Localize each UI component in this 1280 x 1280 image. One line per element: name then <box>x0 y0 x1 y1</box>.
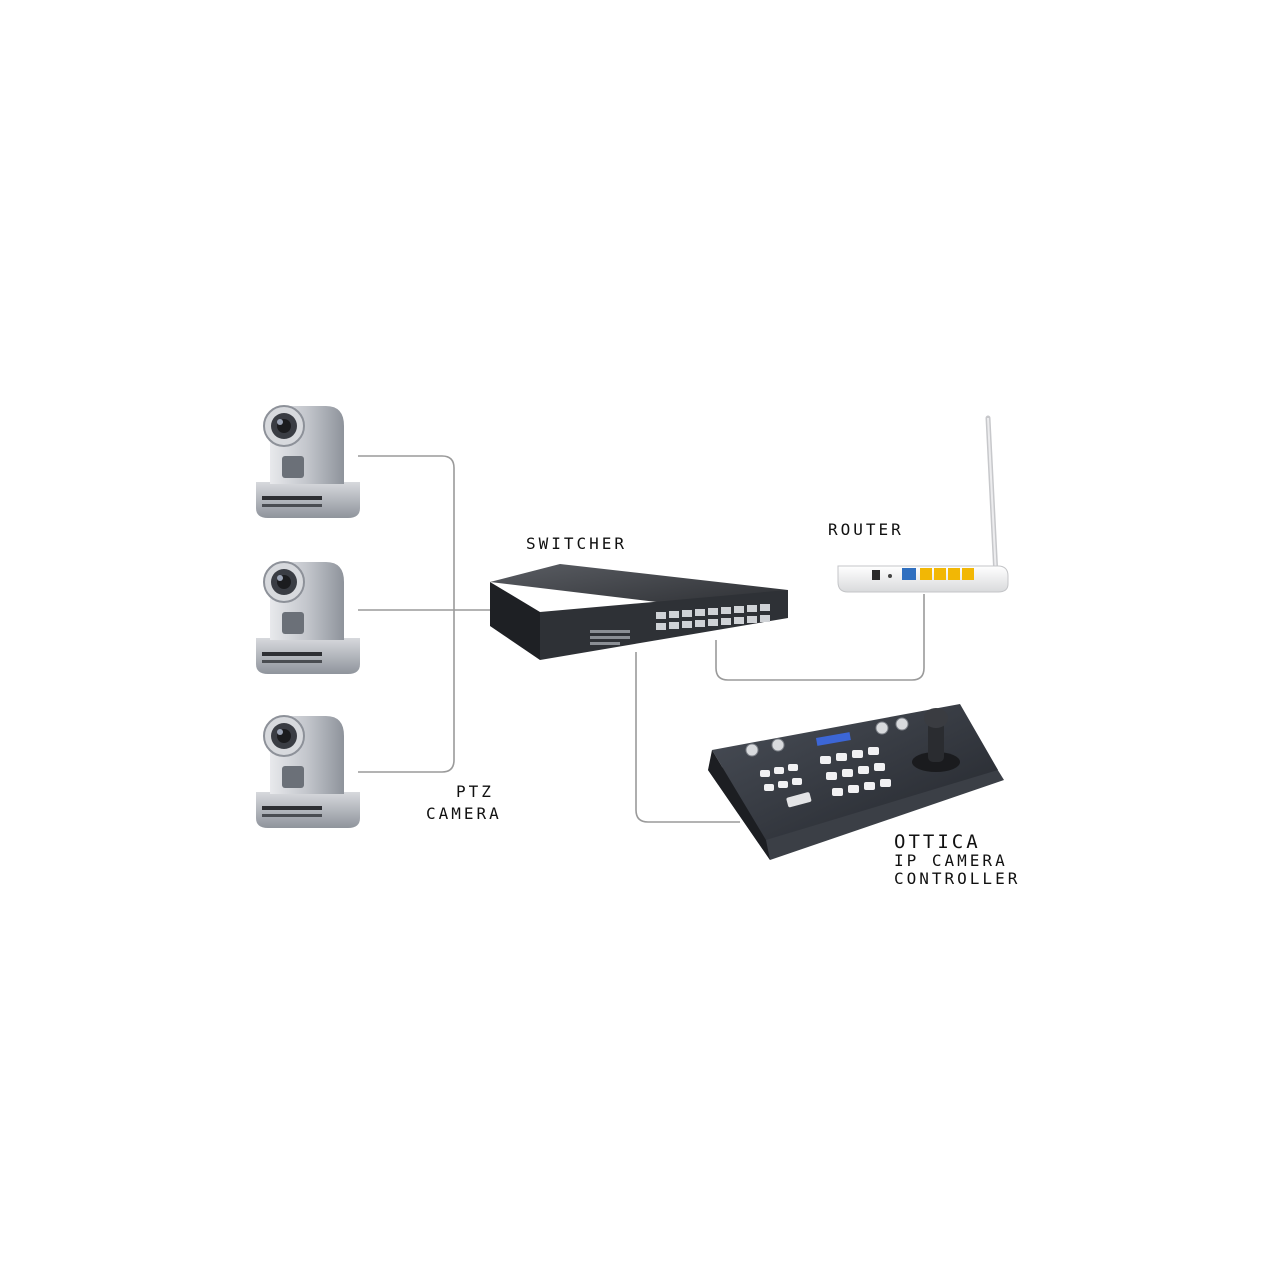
ptz-camera-icon <box>255 715 361 829</box>
camera-controller-icon <box>708 704 1004 860</box>
ptz-label-line1: PTZ <box>456 782 494 801</box>
ptz-camera-icon <box>255 561 361 675</box>
cable-switch-controller <box>635 652 740 823</box>
controller-label-line3: CONTROLLER <box>894 869 1020 888</box>
ptz-camera-2 <box>255 561 361 675</box>
ptz-camera-3 <box>255 715 361 829</box>
controller-label-line2: IP CAMERA <box>894 851 1008 870</box>
ptz-label-line2: CAMERA <box>426 804 502 823</box>
wifi-router-icon <box>837 415 1009 593</box>
router-label: ROUTER <box>828 520 904 539</box>
cable-switch-router <box>715 594 925 681</box>
ptz-camera-icon <box>255 405 361 519</box>
cable-camera-1 <box>358 455 455 773</box>
cables <box>358 455 925 823</box>
switcher-label: SWITCHER <box>526 534 627 553</box>
network-switch-icon <box>490 564 788 660</box>
controller-label-line1: OTTICA <box>894 831 981 853</box>
ptz-camera-1 <box>255 405 361 519</box>
